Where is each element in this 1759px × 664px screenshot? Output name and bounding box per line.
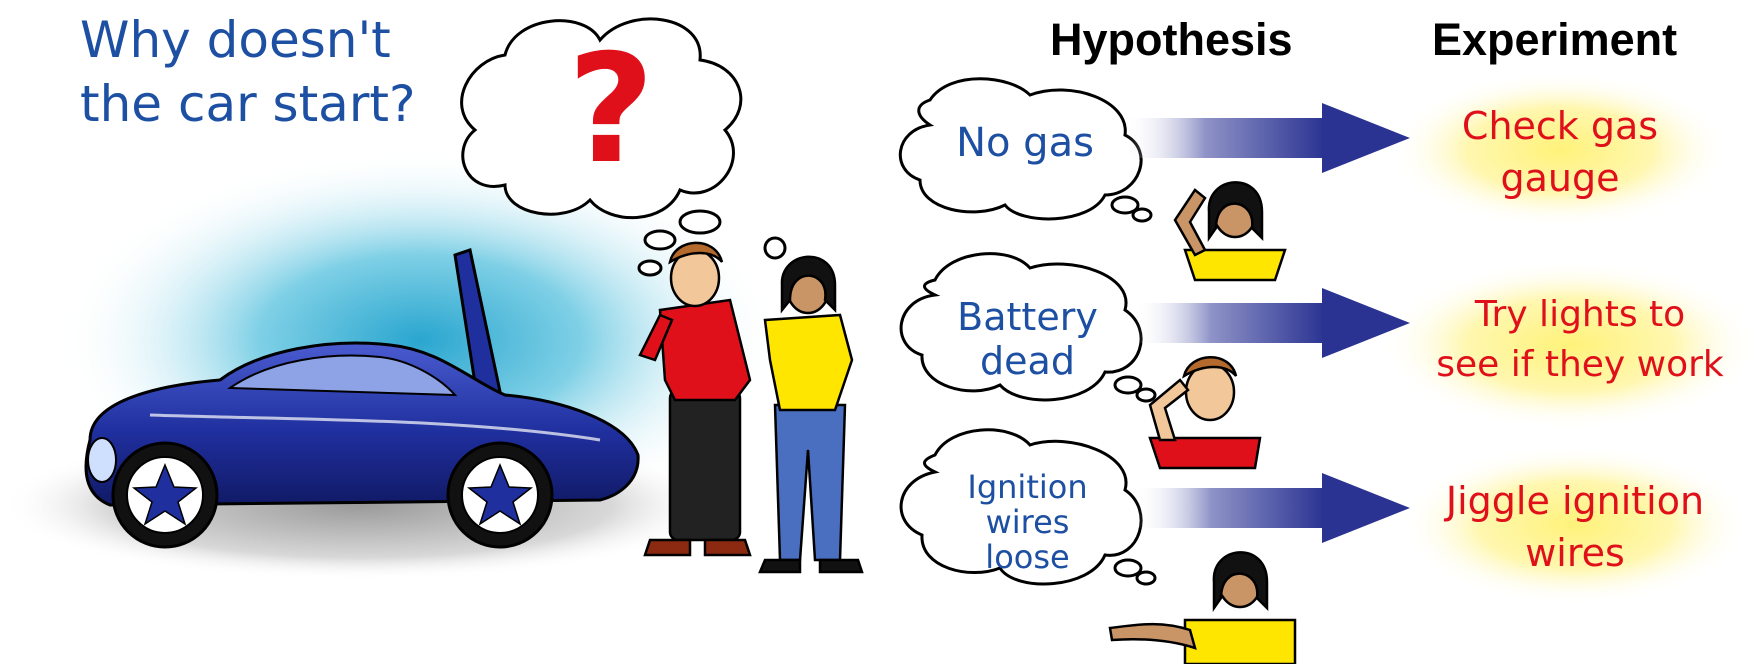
hypothesis-2-line-1: Battery	[957, 295, 1098, 339]
page-title: Why doesn't the car start?	[80, 8, 416, 136]
title-line-1: Why doesn't	[80, 11, 391, 69]
experiment-glow-1	[1390, 72, 1730, 228]
experiment-3-line-2: wires	[1525, 531, 1625, 575]
hypothesis-3-line-3: loose	[985, 538, 1070, 576]
hypothesis-text-2: Battery dead	[930, 295, 1125, 383]
man-figure	[638, 241, 752, 557]
hypothesis-cloud-3	[899, 428, 1157, 586]
experiment-text-2: Try lights to see if they work	[1405, 290, 1755, 390]
man-thinking-icon	[1148, 356, 1262, 470]
experiment-2-line-2: see if they work	[1436, 344, 1724, 385]
experiment-column-header: Experiment	[1432, 14, 1678, 65]
woman-figure	[758, 255, 864, 574]
hypothesis-cloud-2	[899, 252, 1157, 403]
experiment-glow-2	[1380, 260, 1759, 430]
hypothesis-column-header: Hypothesis	[1050, 14, 1293, 65]
arrow-3	[1135, 473, 1410, 543]
hypothesis-1-line-1: No gas	[956, 120, 1094, 166]
hypothesis-3-line-1: Ignition	[967, 468, 1088, 506]
arrow-1	[1125, 103, 1410, 173]
experiment-text-1: Check gas gauge	[1420, 100, 1700, 204]
hypothesis-text-3: Ignition wires loose	[930, 470, 1125, 575]
woman-thinking-icon	[1173, 181, 1287, 282]
hypothesis-2-line-2: dead	[980, 339, 1075, 383]
car-illustration	[84, 248, 640, 549]
hypothesis-cloud-1	[898, 77, 1153, 223]
experiment-1-line-2: gauge	[1500, 156, 1620, 200]
title-line-2: the car start?	[80, 75, 416, 133]
question-mark-icon: ?	[567, 23, 655, 197]
experiment-glow-3	[1400, 445, 1750, 605]
arrow-2	[1135, 288, 1410, 358]
experiment-2-line-1: Try lights to	[1474, 294, 1686, 335]
hypothesis-3-line-2: wires	[985, 503, 1070, 541]
woman-gesturing-icon	[1108, 551, 1297, 664]
experiment-text-3: Jiggle ignition wires	[1420, 475, 1730, 579]
experiment-1-line-1: Check gas	[1461, 104, 1659, 148]
main-thought-cloud	[460, 17, 787, 277]
hypothesis-text-1: No gas	[930, 118, 1120, 168]
experiment-3-line-1: Jiggle ignition	[1445, 479, 1705, 523]
